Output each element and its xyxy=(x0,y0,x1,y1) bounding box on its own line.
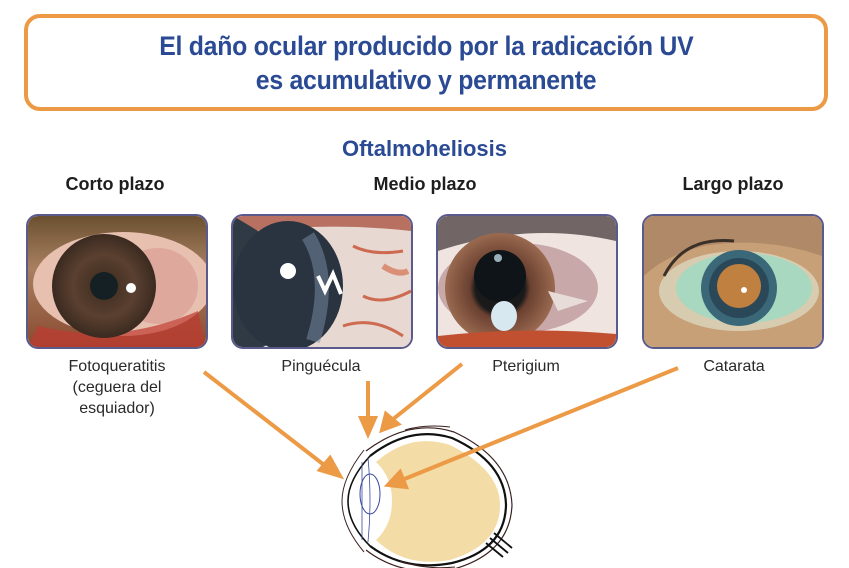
caption-line: (ceguera del xyxy=(72,379,162,396)
stage-medium-term: Medio plazo xyxy=(373,174,477,194)
arrow-head-icon xyxy=(357,416,379,439)
arrow-icon xyxy=(202,370,330,470)
title-line-2: es acumulativo y permanente xyxy=(255,64,597,95)
arrow-icon xyxy=(401,366,679,482)
arrow-head-icon xyxy=(316,454,345,480)
caption-cataract: Catarata xyxy=(644,356,824,377)
photo-pterygium xyxy=(436,214,618,349)
caption-line: esquiador) xyxy=(79,400,155,417)
caption-line: Catarata xyxy=(703,358,765,375)
title-banner: El daño ocular producido por la radicaci… xyxy=(24,14,828,111)
eye-cross-section-icon xyxy=(341,425,513,568)
caption-photokeratitis: Fotoqueratitis (ceguera del esquiador) xyxy=(27,356,207,419)
stage-long-term: Largo plazo xyxy=(682,174,784,194)
photo-photokeratitis xyxy=(26,214,208,349)
photo-cataract xyxy=(642,214,824,349)
section-subtitle: Oftalmoheliosis xyxy=(341,136,508,161)
caption-line: Pinguécula xyxy=(281,358,361,375)
arrows xyxy=(202,362,679,490)
arrow-head-icon xyxy=(383,468,410,490)
caption-line: Fotoqueratitis xyxy=(68,358,166,375)
caption-pterygium: Pterigium xyxy=(436,356,616,377)
photo-pinguecula xyxy=(231,214,413,349)
arrow-head-icon xyxy=(379,410,402,434)
caption-pinguecula: Pinguécula xyxy=(231,356,411,377)
eye-photo-icon xyxy=(233,216,411,347)
caption-line: Pterigium xyxy=(492,358,560,375)
eye-photo-icon xyxy=(438,216,616,347)
title-line-1: El daño ocular producido por la radicaci… xyxy=(158,30,694,61)
stage-short-term: Corto plazo xyxy=(65,174,165,194)
eye-photo-icon xyxy=(644,216,822,347)
eye-photo-icon xyxy=(28,216,206,347)
